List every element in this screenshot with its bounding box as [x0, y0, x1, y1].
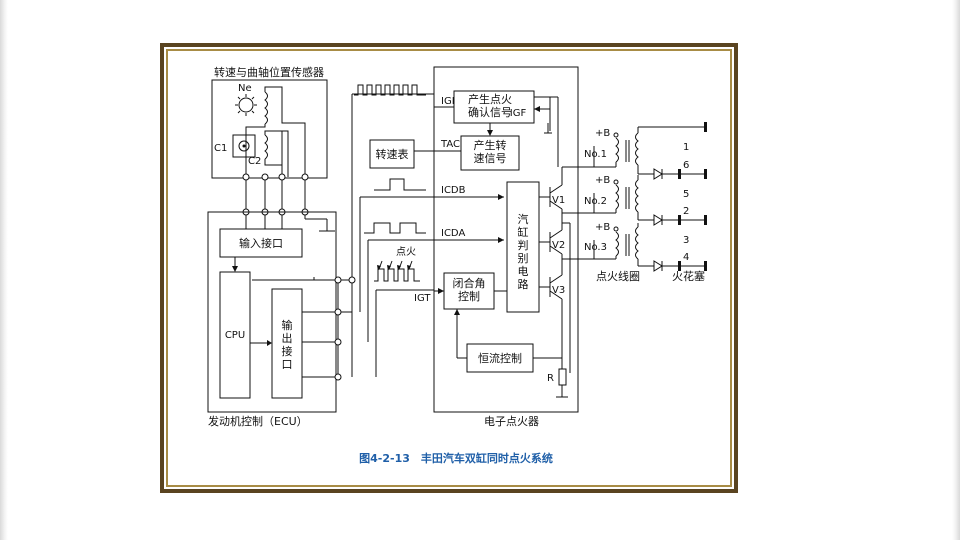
sensor-junctions: [242, 173, 309, 216]
output-interface-label: 输出接口: [282, 318, 293, 371]
slide-edge-left: [0, 0, 8, 540]
cpu-box: [219, 271, 251, 399]
high-voltage-diodes: [653, 168, 663, 272]
input-interface-label: 输入接口: [239, 236, 283, 250]
plug-2-label: 2: [683, 206, 689, 217]
igf-waveform: [354, 84, 426, 96]
v1-label: V1: [552, 195, 565, 206]
coil2-supply-label: +B: [595, 175, 610, 186]
constant-current-label: 恒流控制: [478, 351, 522, 365]
ignition-arrows: [377, 260, 413, 271]
plug-5-label: 5: [683, 189, 689, 200]
icda-pin-label: ICDA: [441, 228, 465, 239]
v2-label: V2: [552, 240, 565, 251]
cylinder-discriminator-label: 汽缸判别电路: [518, 212, 529, 291]
g-rotor-housing: [232, 134, 256, 158]
ecu-output-wires: [252, 93, 504, 378]
tach-signal-label: 产生转速信号: [474, 138, 507, 165]
igt-pin-label: IGT: [414, 293, 431, 304]
transistor-v2-icon: [539, 229, 563, 255]
coil2-secondary-icon: [635, 179, 639, 213]
coil3-name: No.3: [584, 242, 607, 253]
figure-caption: 图4-2-13 丰田汽车双缸同时点火系统: [359, 451, 553, 465]
ne-rotor-teeth: [235, 94, 257, 116]
transistor-v3-icon: [539, 274, 563, 300]
constant-current-box: [466, 343, 534, 373]
coil2-primary-icon: [615, 184, 619, 210]
igf-pin-label: IGF: [441, 96, 458, 107]
tachometer-label: 转速表: [376, 147, 409, 161]
plug-6-label: 6: [683, 160, 689, 171]
confirm-igf-label: IGF: [510, 108, 527, 119]
igniter-box: [433, 66, 579, 413]
coil-bank: +B +B +B No.1 No.2 No.3: [574, 122, 707, 283]
coil1-primary-icon: [615, 137, 619, 163]
dwell-control-label: 闭合角控制: [453, 276, 486, 303]
coil2-name: No.2: [584, 196, 607, 207]
figure-frame: 转速与曲轴位置传感器 Ne C1 C2: [160, 43, 738, 493]
coil1-name: No.1: [584, 149, 607, 160]
g-rotor-icon: [238, 140, 250, 152]
output-interface-box: [271, 288, 303, 399]
tachometer-box: [369, 139, 415, 169]
icda-waveform: [364, 222, 426, 234]
ecu-title: 发动机控制（ECU）: [208, 414, 308, 428]
resistor-label: R: [547, 373, 554, 384]
slide-edge-right: [952, 0, 960, 540]
igt-waveform: [374, 268, 420, 282]
ne-rotor-icon: [238, 97, 254, 113]
dwell-control-box: [443, 272, 495, 310]
plug-3-label: 3: [683, 235, 689, 246]
ignition-confirm-label: 产生点火确认信号: [468, 92, 512, 119]
sensor-block: 转速与曲轴位置传感器 Ne C1 C2: [211, 65, 328, 179]
igniter-title: 电子点火器: [484, 415, 539, 428]
ecu-output-junctions: [334, 276, 356, 381]
icdb-pin-label: ICDB: [441, 185, 466, 196]
cpu-label: CPU: [225, 330, 245, 341]
c1-label: C1: [214, 143, 227, 154]
coil1-supply-label: +B: [595, 128, 610, 139]
c-pickup-coil-icon: [264, 134, 268, 160]
sensor-box: [211, 79, 328, 179]
resistor-icon: [558, 368, 567, 386]
v3-label: V3: [552, 285, 565, 296]
input-interface-box: [219, 228, 303, 258]
coil1-secondary-icon: [635, 132, 639, 166]
ignition-coil-label: 点火线圈: [596, 269, 640, 283]
ne-pickup-coil-icon: [264, 91, 268, 125]
ecu-block: 发动机控制（ECU） 输入接口 CPU 输出接口: [207, 211, 337, 428]
sensor-title: 转速与曲轴位置传感器: [214, 65, 324, 79]
tac-pin-label: TAC: [440, 139, 460, 150]
sensor-ecu-wires: [245, 177, 335, 233]
ne-label: Ne: [238, 83, 252, 94]
igniter-block: 电子点火器 IGF TAC ICDB ICDA IGT 产生点火确认信号 IGF…: [414, 66, 579, 428]
ignition-confirm-box: [453, 90, 535, 124]
coil3-primary-icon: [615, 231, 619, 257]
plug-1-label: 1: [683, 142, 689, 153]
transistor-v1-icon: [539, 184, 563, 210]
icdb-waveform: [374, 178, 426, 191]
coil3-secondary-icon: [635, 226, 639, 260]
cylinder-discriminator-box: [506, 181, 540, 313]
ignition-system-diagram: 转速与曲轴位置传感器 Ne C1 C2: [207, 65, 707, 465]
spark-plug-label: 火花塞: [672, 269, 705, 283]
plug-4-label: 4: [683, 252, 689, 263]
ignition-signal-label: 点火: [396, 246, 416, 258]
coil3-supply-label: +B: [595, 222, 610, 233]
c2-label: C2: [248, 156, 261, 167]
spark-plug-grounds: [676, 122, 707, 271]
